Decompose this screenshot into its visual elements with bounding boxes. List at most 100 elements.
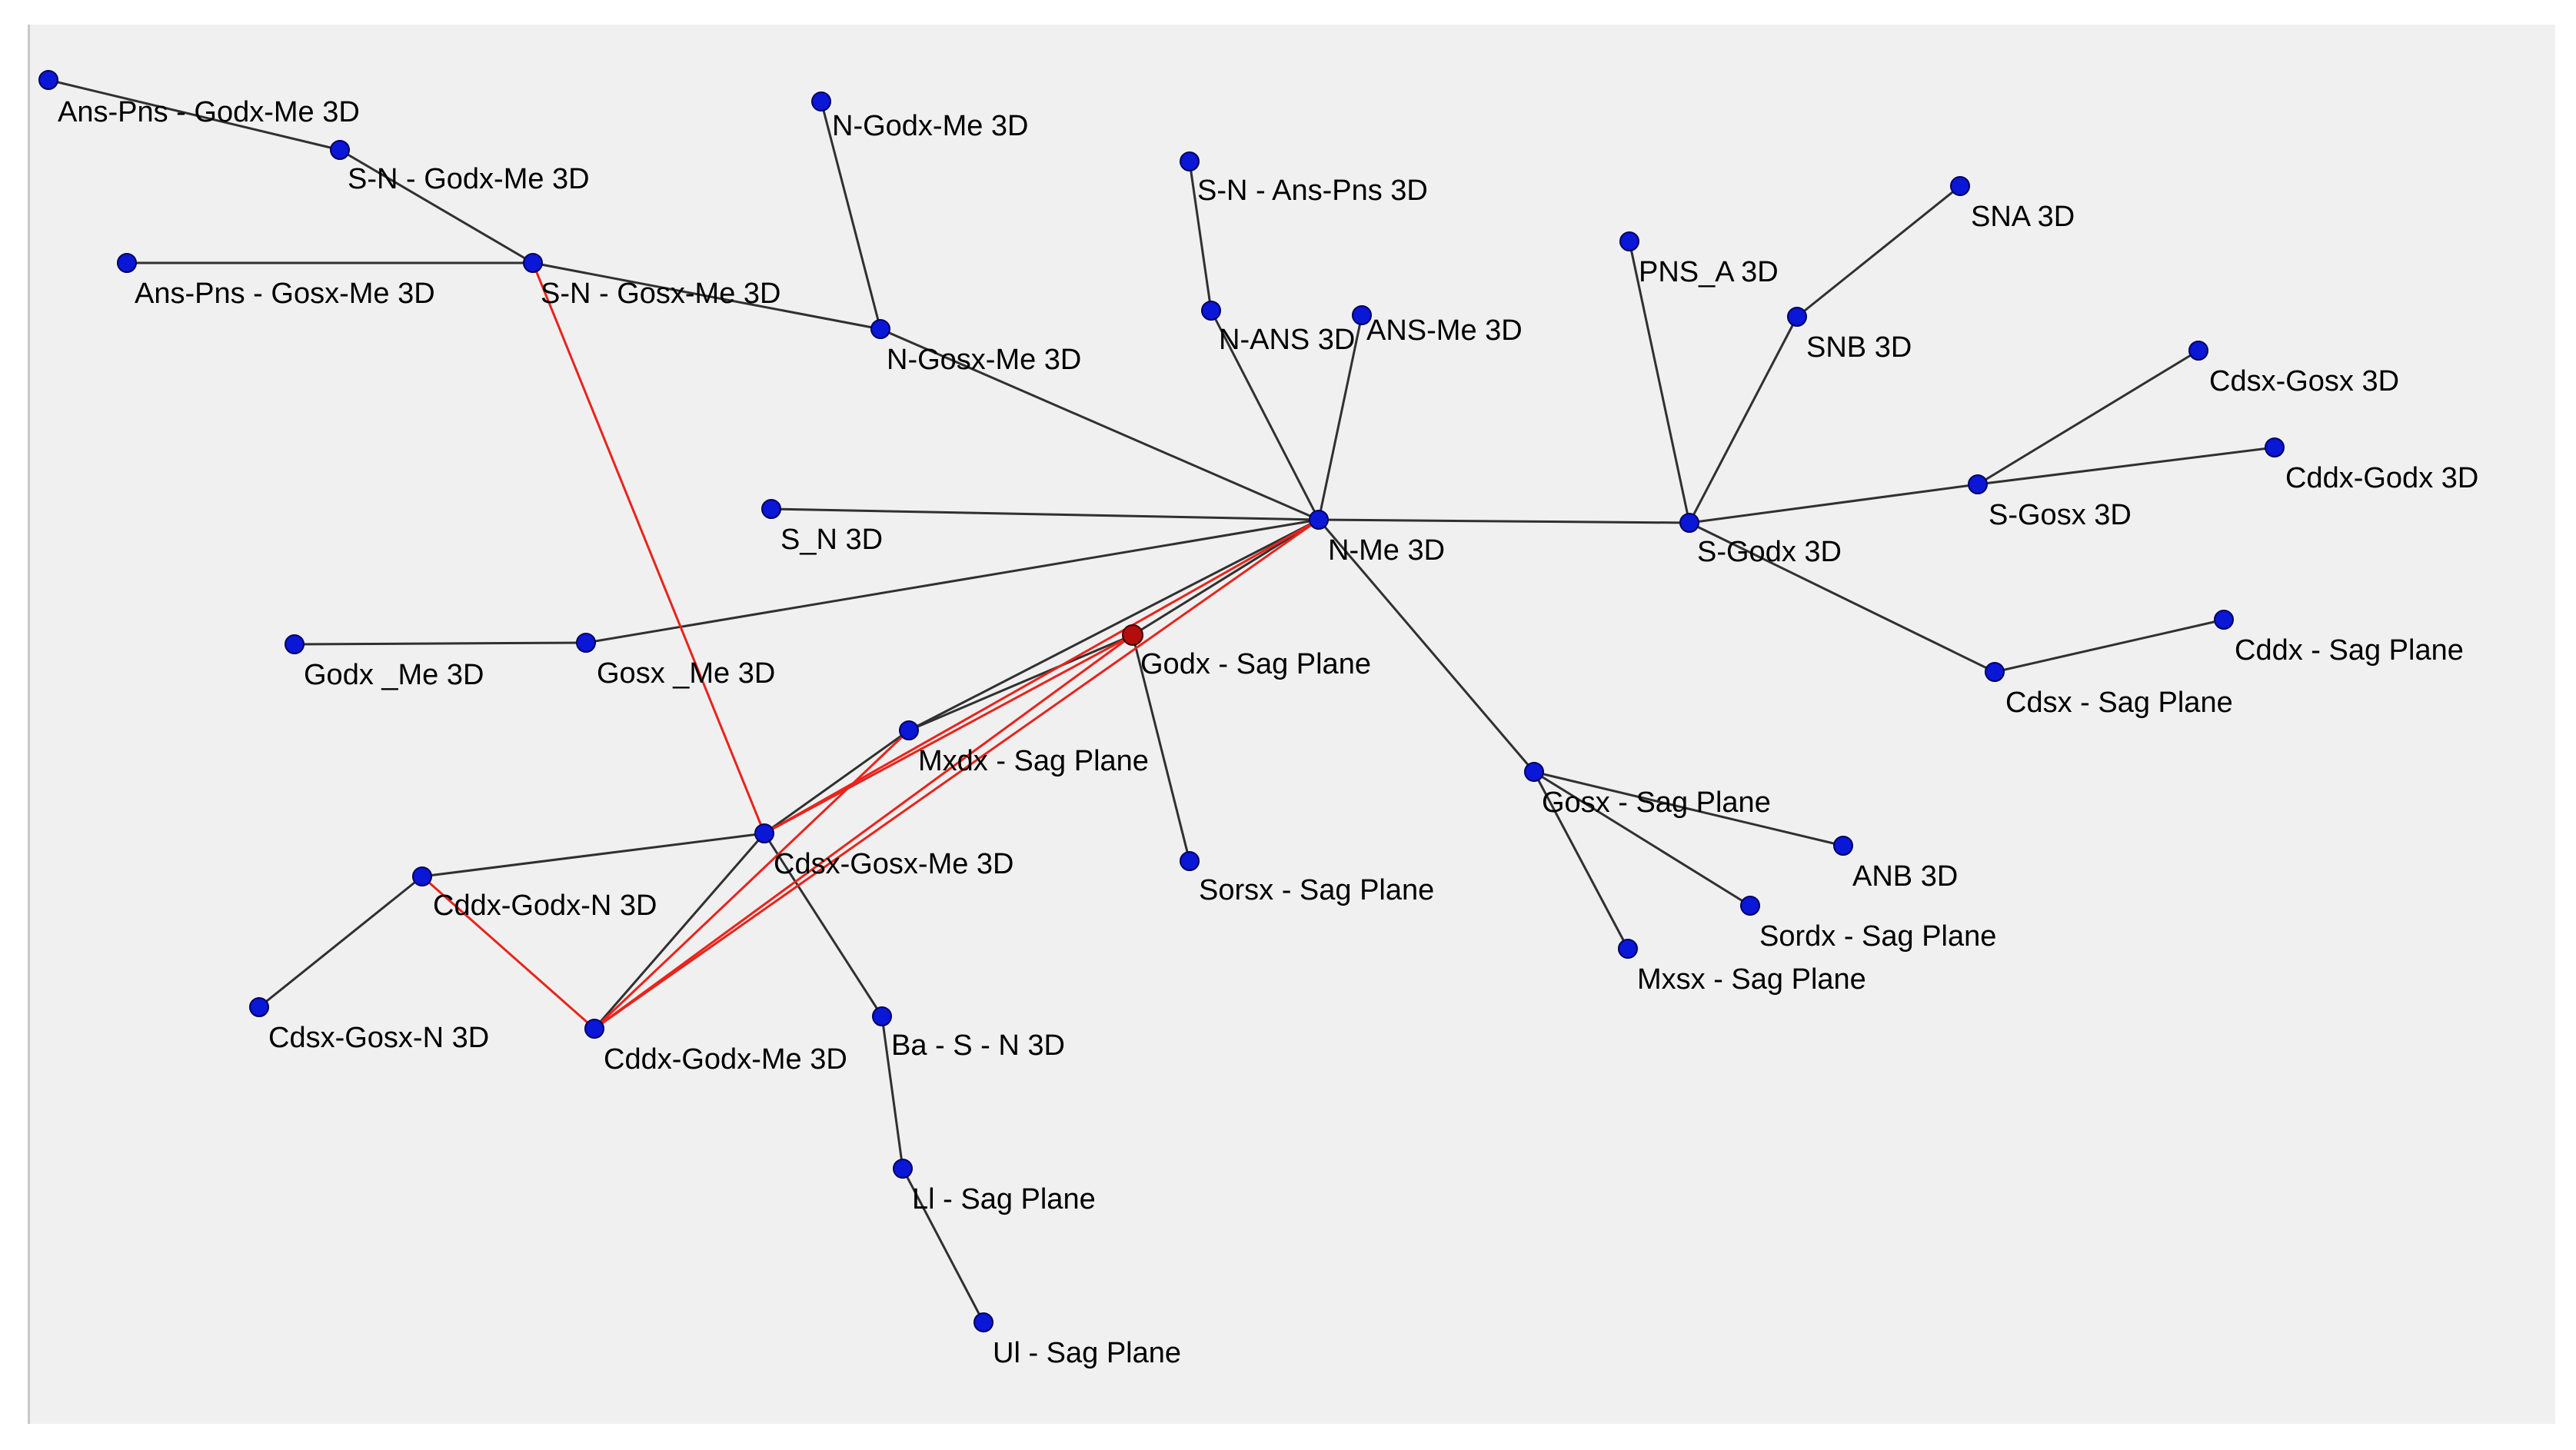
node-cddx-godx-me[interactable] <box>584 1019 604 1039</box>
node-label-n-ans: N-ANS 3D <box>1219 324 1355 356</box>
node-label-li-sag: Ll - Sag Plane <box>912 1183 1096 1216</box>
edge-ba-s-n-to-li-sag <box>880 1016 904 1169</box>
node-cddx-godx-n[interactable] <box>412 866 432 886</box>
node-label-n-me: N-Me 3D <box>1328 534 1445 567</box>
highlight-edge-s-n-gosx-me-to-cdsx-gosx-me <box>531 262 766 834</box>
node-sordx-sag[interactable] <box>1740 896 1760 916</box>
nodes-layer <box>38 70 2285 1332</box>
network-graph[interactable]: Ans-Pns - Godx-Me 3D N-Godx-Me 3D S-N - Go… <box>30 25 2555 1424</box>
edge-snb-to-s-godx <box>1688 316 1799 524</box>
edge-cddx-godx-n-to-cdsx-gosx-n <box>258 875 423 1009</box>
node-label-s-n-gosx-me: S-N - Gosx-Me 3D <box>541 278 780 310</box>
edge-n-gosx-me-to-n-me <box>880 328 1320 521</box>
node-label-godx-me: Godx _Me 3D <box>304 659 484 691</box>
node-label-ui-sag: Ul - Sag Plane <box>993 1337 1181 1369</box>
node-mxsx-sag[interactable] <box>1618 939 1638 959</box>
labels-layer: Ans-Pns - Godx-Me 3D N-Godx-Me 3D S-N - Go… <box>58 96 2478 1369</box>
edge-s-n-gosx-me-to-n-gosx-me <box>532 261 881 331</box>
edge-pns-a-to-s-godx <box>1628 241 1691 524</box>
node-godx-me[interactable] <box>285 634 305 654</box>
node-label-mxdx-sag: Mxdx - Sag Plane <box>918 745 1149 777</box>
node-ans-pns-gosx-me[interactable] <box>117 253 137 273</box>
node-ba-s-n[interactable] <box>872 1006 892 1026</box>
node-n-gosx-me[interactable] <box>870 319 890 339</box>
highlight-edge-godx-sag-to-cdsx-gosx-me <box>764 634 1133 835</box>
node-s-n-godx-me[interactable] <box>330 140 350 160</box>
highlight-edge-godx-sag-to-cddx-godx-me <box>594 634 1133 1030</box>
edge-gosx-sag-to-mxsx-sag <box>1533 771 1629 949</box>
node-label-gosx-sag: Gosx - Sag Plane <box>1542 787 1771 819</box>
node-label-cdsx-sag: Cdsx - Sag Plane <box>2005 687 2233 719</box>
node-cdsx-gosx-me[interactable] <box>754 823 774 843</box>
edge-s-godx-to-s-gosx <box>1689 483 1979 524</box>
node-label-s-gosx: S-Gosx 3D <box>1989 499 2132 531</box>
node-cddx-sag[interactable] <box>2214 610 2234 630</box>
graph-canvas[interactable]: Ans-Pns - Godx-Me 3D N-Godx-Me 3D S-N - Go… <box>28 25 2555 1424</box>
node-n-godx-me[interactable] <box>811 91 831 111</box>
node-label-cdsx-gosx-me: Cdsx-Gosx-Me 3D <box>774 848 1014 880</box>
node-gosx-sag[interactable] <box>1524 762 1544 782</box>
edge-cddx-godx-n-to-cdsx-gosx-me <box>421 832 765 878</box>
edge-n-me-to-gosx-sag <box>1317 519 1536 773</box>
node-mxdx-sag[interactable] <box>899 720 919 740</box>
edge-n-godx-me-to-n-gosx-me <box>820 101 882 330</box>
edge-ans-pns-godx-me-to-s-n-godx-me <box>48 78 341 151</box>
node-label-s-n: S_N 3D <box>780 524 883 556</box>
node-label-godx-sag: Godx - Sag Plane <box>1140 648 1371 680</box>
edge-cddx-sag-to-cdsx-sag <box>1994 618 2225 673</box>
edge-n-me-to-godx-sag <box>1132 518 1320 637</box>
edge-godx-me-to-gosx-me <box>294 641 587 646</box>
node-li-sag[interactable] <box>893 1159 913 1179</box>
node-label-cddx-sag: Cddx - Sag Plane <box>2235 634 2464 667</box>
node-s-n[interactable] <box>761 499 781 519</box>
edge-godx-sag-to-sorsx-sag <box>1131 634 1191 862</box>
edge-cdsx-gosx-to-s-gosx <box>1977 349 2199 486</box>
node-label-cddx-godx-n: Cddx-Godx-N 3D <box>433 890 657 922</box>
node-godx-sag[interactable] <box>1122 624 1143 646</box>
highlight-edge-n-me-to-cddx-godx-me <box>594 518 1320 1030</box>
node-label-ans-pns-godx-me: Ans-Pns - Godx-Me 3D <box>58 96 360 128</box>
node-label-cddx-godx-me: Cddx-Godx-Me 3D <box>604 1043 847 1076</box>
node-cddx-godx[interactable] <box>2265 437 2285 457</box>
node-n-ans[interactable] <box>1201 301 1221 321</box>
edge-s-n-ans-pns-to-n-ans <box>1188 161 1213 311</box>
node-label-anb: ANB 3D <box>1852 860 1958 893</box>
node-anb[interactable] <box>1833 836 1853 856</box>
node-label-sorsx-sag: Sorsx - Sag Plane <box>1199 874 1434 906</box>
node-pns-a[interactable] <box>1619 231 1639 251</box>
node-ui-sag[interactable] <box>973 1312 993 1332</box>
node-label-s-godx: S-Godx 3D <box>1697 536 1842 568</box>
node-label-s-n-ans-pns: S-N - Ans-Pns 3D <box>1197 175 1428 207</box>
node-sorsx-sag[interactable] <box>1180 851 1200 871</box>
node-cdsx-gosx[interactable] <box>2188 341 2208 361</box>
node-label-n-godx-me: N-Godx-Me 3D <box>832 110 1029 142</box>
node-n-me[interactable] <box>1309 510 1329 530</box>
node-label-mxsx-sag: Mxsx - Sag Plane <box>1637 963 1866 996</box>
node-cdsx-gosx-n[interactable] <box>249 997 269 1017</box>
node-s-n-ans-pns[interactable] <box>1180 151 1200 171</box>
node-s-gosx[interactable] <box>1968 474 1988 494</box>
node-s-godx[interactable] <box>1679 513 1699 533</box>
edge-s-n-godx-me-to-s-n-gosx-me <box>339 148 534 264</box>
edge-sna-to-snb <box>1796 185 1961 318</box>
edge-n-me-to-s-godx <box>1318 518 1690 524</box>
edge-godx-sag-to-mxdx-sag <box>908 634 1133 732</box>
node-label-snb: SNB 3D <box>1806 331 1912 364</box>
node-sna[interactable] <box>1950 176 1970 196</box>
node-ans-me[interactable] <box>1352 305 1372 325</box>
edge-li-sag-to-ui-sag <box>901 1168 985 1323</box>
edge-mxdx-sag-to-cdsx-gosx-me <box>764 729 910 835</box>
node-cdsx-sag[interactable] <box>1985 662 2005 682</box>
edge-gosx-sag-to-sordx-sag <box>1533 770 1751 907</box>
node-gosx-me[interactable] <box>576 633 596 653</box>
edge-n-ans-to-n-me <box>1210 310 1320 520</box>
edge-cdsx-gosx-me-to-cddx-godx-me <box>593 833 766 1029</box>
node-ans-pns-godx-me[interactable] <box>38 70 58 90</box>
edge-s-n-to-n-me <box>770 507 1320 521</box>
node-label-sna: SNA 3D <box>1971 201 2075 233</box>
edge-s-godx-to-cdsx-sag <box>1689 521 1995 673</box>
node-snb[interactable] <box>1787 307 1807 327</box>
node-label-gosx-me: Gosx _Me 3D <box>597 657 775 690</box>
node-s-n-gosx-me[interactable] <box>523 253 543 273</box>
node-label-s-n-godx-me: S-N - Godx-Me 3D <box>348 163 590 195</box>
